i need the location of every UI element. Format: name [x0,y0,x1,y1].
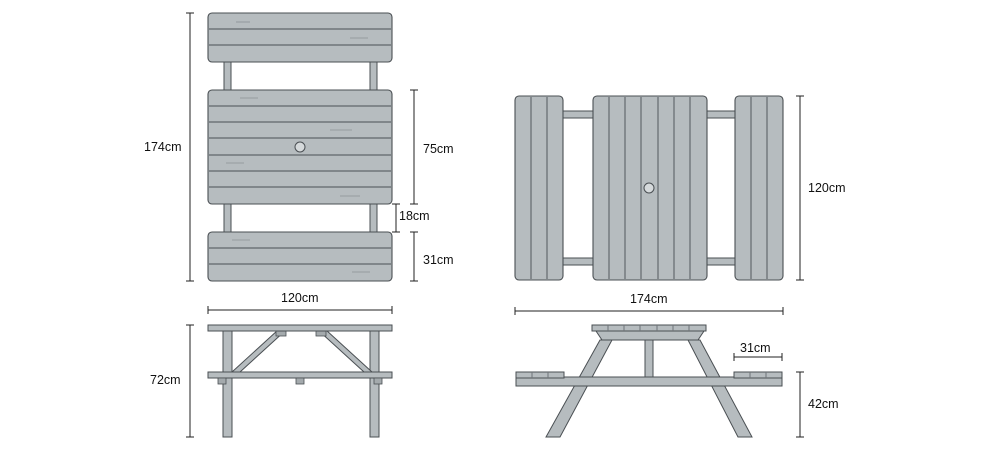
label-side-bench: 31cm [740,341,771,355]
plan-top-bench [207,12,393,63]
dimension-side-height: 42cm [796,371,839,438]
side-view-center-post [644,339,654,379]
label-end-width: 120cm [281,291,319,305]
plan2-right-bench [734,95,784,281]
end-view-table-top [207,324,393,332]
label-plan-total-length: 174cm [144,140,182,154]
label-plan2-length: 174cm [630,292,668,306]
side-view-top-support [595,330,705,341]
label-end-height: 72cm [150,373,181,387]
plan2-left-bench [514,95,564,281]
parasol-hole [294,141,306,153]
side-view-seat-rail [515,376,783,387]
dimension-end-width: 120cm [207,291,393,314]
label-plan-bench: 31cm [423,253,454,267]
label-plan-table-top: 75cm [423,142,454,156]
dimension-plan-total-length: 174cm [144,12,194,282]
plan-view-vertical: 174cm 75cm 18cm 31cm [144,12,454,282]
end-view: 120cm 72cm [150,291,393,438]
dimension-plan2-width: 120cm [796,95,846,281]
label-plan2-width: 120cm [808,181,846,195]
label-side-height: 42cm [808,397,839,411]
plan-bottom-bench [207,231,393,282]
side-view-table-top [591,324,707,332]
end-view-braces [230,329,374,373]
end-view-seat-rail [207,371,393,379]
dimension-plan2-length: 174cm [514,292,784,315]
side-view-left-seat [515,371,565,379]
parasol-hole-plan2 [643,182,655,194]
dimension-plan-gap: 18cm [392,203,430,233]
dimension-end-height: 72cm [150,324,194,438]
label-plan-gap: 18cm [399,209,430,223]
plan-table-top [207,89,393,205]
side-view-right-seat [733,371,783,379]
dimension-plan-table-top: 75cm [410,89,454,205]
plan2-table-top [592,95,708,281]
dimension-side-bench: 31cm [733,341,783,361]
side-view: 31cm 42cm [515,324,839,438]
dimension-plan-bench: 31cm [410,231,454,282]
plan-view-horizontal: 120cm 174cm [514,95,846,315]
